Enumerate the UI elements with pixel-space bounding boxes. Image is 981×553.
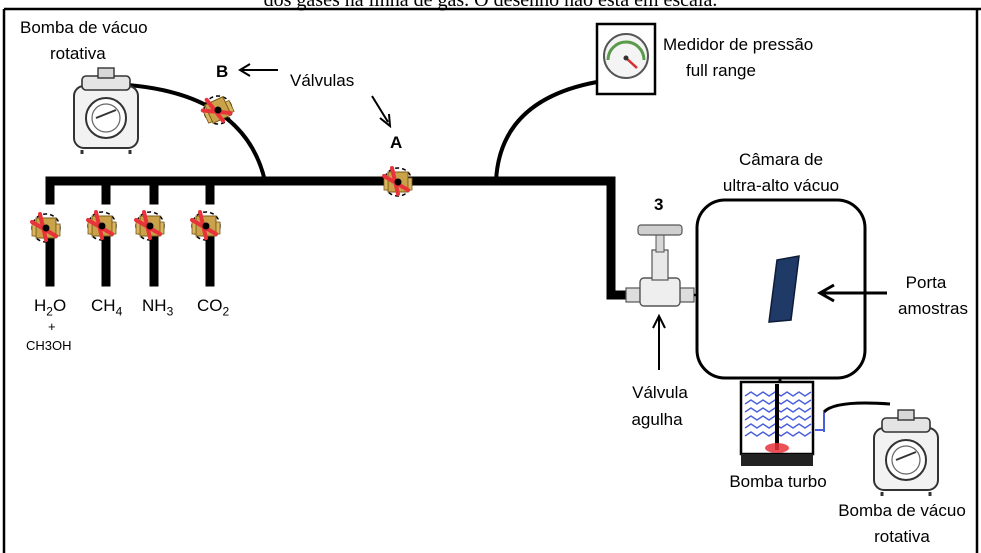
chamber-label-1: Câmara de: [738, 150, 824, 169]
valve-b-label: B: [216, 62, 229, 81]
valve-3-label: 3: [654, 195, 664, 214]
sample-holder: [768, 255, 800, 323]
gas-co2-label: CO2: [197, 296, 230, 319]
pump-bottom-right-label-1: Bomba de vácuo: [838, 501, 966, 520]
gas-h2o-label: H2O: [34, 296, 67, 319]
valve-nh3[interactable]: [134, 210, 166, 242]
pump-connection-left: [127, 83, 267, 182]
needle-valve-label-1: Válvula: [632, 383, 688, 402]
needle-valve-label-2: agulha: [631, 410, 683, 429]
gas-ch4-label: CH4: [91, 296, 123, 319]
uhv-chamber: [695, 198, 867, 380]
diagram-frame: [2, 7, 981, 553]
pump-top-left-label-2: rotativa: [50, 44, 106, 63]
pump-top-left-label-1: Bomba de vácuo: [20, 18, 148, 37]
turbo-pump-label: Bomba turbo: [729, 472, 827, 491]
gas-plus-sign: +: [48, 319, 56, 334]
valve-co2[interactable]: [190, 210, 222, 242]
annotation-arrows: [238, 63, 887, 370]
valve-ch4[interactable]: [86, 210, 118, 242]
chamber-label-2: ultra-alto vácuo: [722, 176, 840, 195]
gauge-connection: [494, 80, 598, 182]
sample-holder-label-2: amostras: [898, 299, 968, 318]
gauge-label-1: Medidor de pressão: [663, 35, 814, 54]
gas-main-line: [45, 176, 641, 300]
turbo-pump: [739, 380, 891, 466]
pump-bottom-right-label-2: rotativa: [874, 527, 930, 546]
gas-nh3-label: NH3: [142, 296, 174, 319]
rotary-pump-top-left: [72, 66, 140, 156]
valve-a-label: A: [390, 133, 403, 152]
gauge-label-2: full range: [686, 61, 756, 80]
pressure-gauge: [595, 22, 657, 96]
gas-ch3oh-label: CH3OH: [26, 338, 72, 353]
valve-a[interactable]: [382, 166, 414, 198]
sample-holder-label-1: Porta: [905, 273, 947, 292]
figure-caption: dos gases na linha de gás. O desenho não…: [263, 0, 718, 11]
valves-label: Válvulas: [290, 71, 355, 90]
valve-h2o[interactable]: [30, 212, 62, 244]
rotary-pump-bottom-right: [872, 408, 940, 498]
